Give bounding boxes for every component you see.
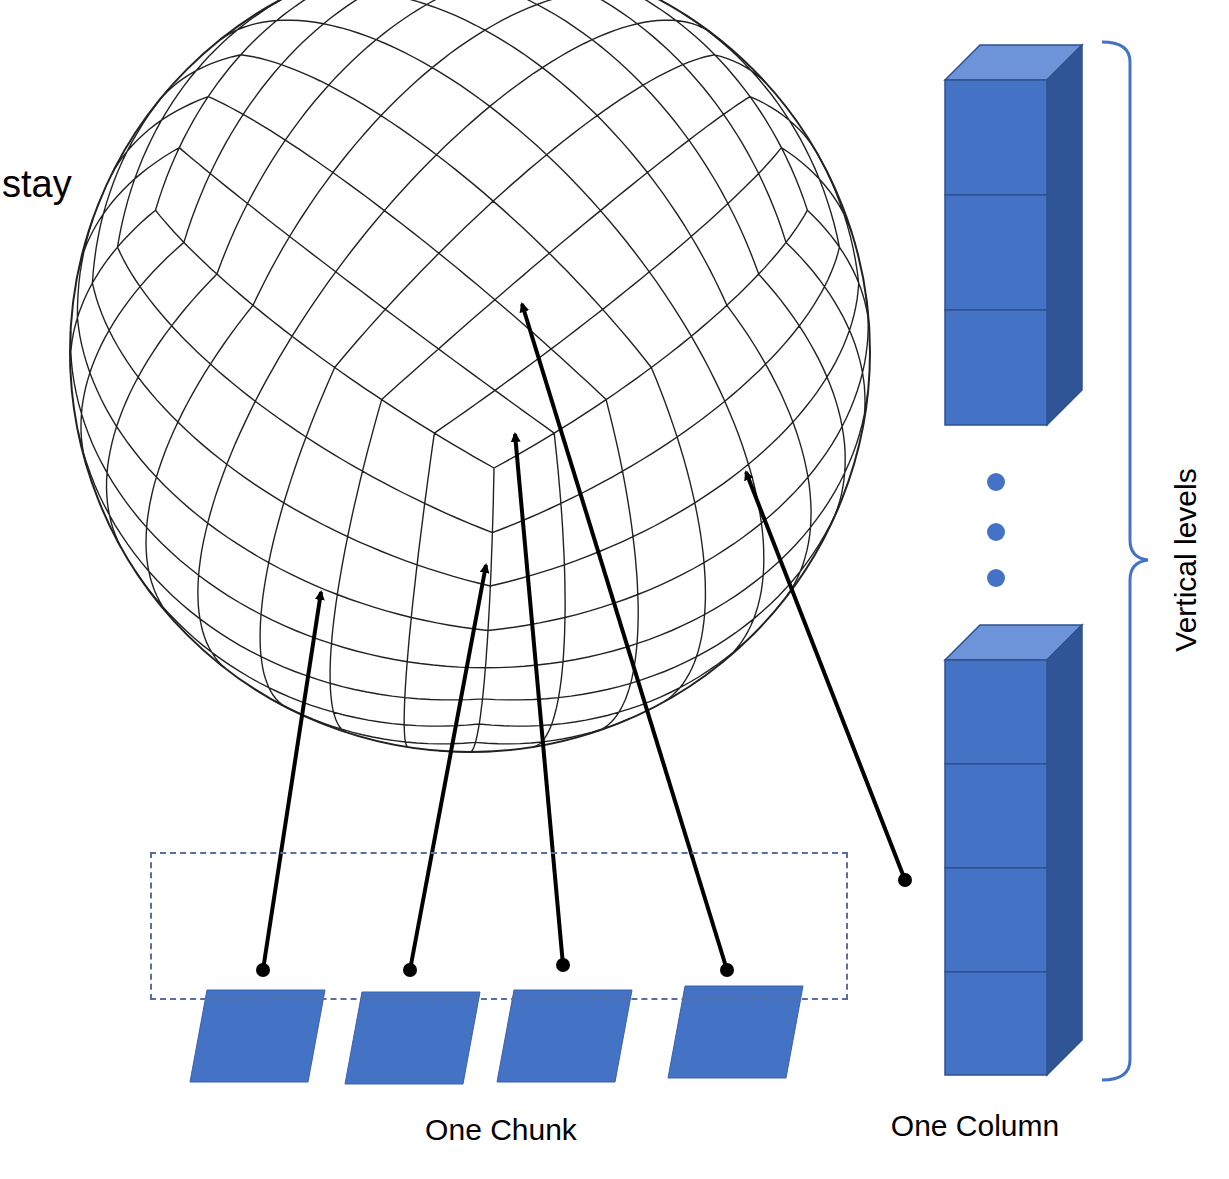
level-cell — [945, 868, 1047, 972]
dot — [720, 963, 734, 977]
dot — [987, 523, 1005, 541]
dot — [987, 569, 1005, 587]
grid-cell — [345, 992, 480, 1084]
level-cell — [945, 80, 1047, 195]
leader-arrow — [515, 434, 563, 965]
level-cell — [945, 195, 1047, 310]
level-cell — [945, 764, 1047, 868]
leader-dots — [256, 873, 912, 977]
level-cell — [945, 660, 1047, 764]
leader-arrow — [410, 565, 486, 970]
chunk-cells — [190, 986, 803, 1084]
node-caption: One Chunk — [425, 1112, 577, 1148]
grid-cell — [190, 990, 325, 1082]
dot — [403, 963, 417, 977]
cut-off-text: stay — [2, 162, 72, 208]
dot — [898, 873, 912, 887]
chunk-box: One Chunk — [150, 852, 848, 1000]
grid-cell — [497, 990, 632, 1082]
leader-arrow — [746, 472, 905, 880]
ellipsis-dots — [987, 473, 1005, 587]
dot — [556, 958, 570, 972]
level-cell — [945, 310, 1047, 425]
dot — [256, 963, 270, 977]
dot — [987, 473, 1005, 491]
grid-lines — [70, 0, 869, 752]
cell-side — [1047, 625, 1082, 1075]
column-stack — [945, 45, 1082, 1075]
bracket — [1102, 42, 1148, 1080]
cubed-sphere-grid — [70, 0, 869, 752]
leader-arrows — [263, 304, 905, 970]
level-cell — [945, 972, 1047, 1075]
node-caption: One Column — [891, 1108, 1059, 1144]
globe-outline — [70, 0, 870, 752]
axis-label: Vertical levels — [1168, 468, 1204, 651]
leader-arrow — [263, 592, 321, 970]
column-group: One Column — [940, 45, 1100, 1080]
leader-arrow — [522, 304, 727, 970]
cell-side — [1047, 45, 1082, 425]
